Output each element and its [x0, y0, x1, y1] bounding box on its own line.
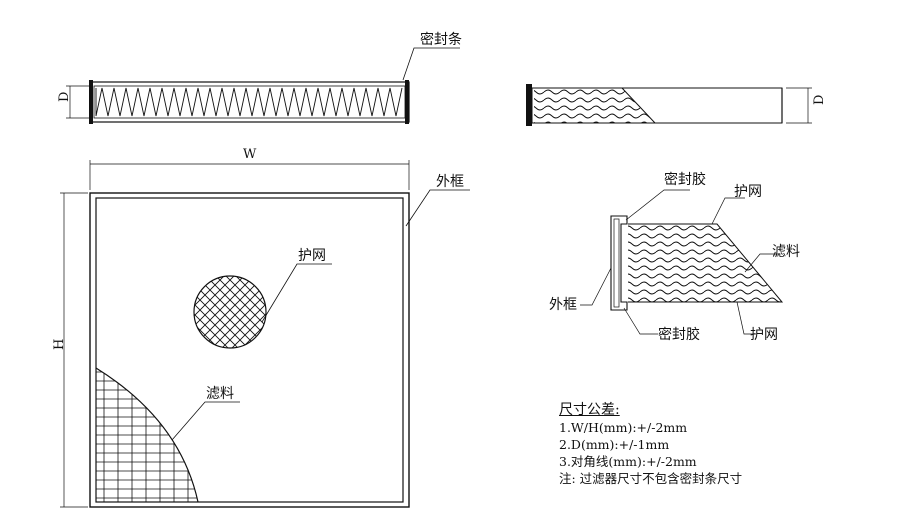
label-filter-media: 滤料 — [206, 386, 234, 402]
tolerance-notes: 尺寸公差: 1.W/H(mm):+/-2mm 2.D(mm):+/-1mm 3.… — [559, 402, 742, 487]
label-filter-media-side: 滤料 — [772, 244, 800, 260]
dim-d-left: D — [57, 92, 72, 102]
dim-d-right: D — [812, 95, 827, 105]
top-view: D 密封条 — [57, 31, 462, 124]
tolerance-item-1: 1.W/H(mm):+/-2mm — [559, 420, 688, 435]
label-sealant-bottom: 密封胶 — [658, 326, 700, 343]
label-guard-mesh: 护网 — [298, 248, 326, 264]
label-guard-mesh-bottom: 护网 — [750, 327, 778, 343]
tolerance-title: 尺寸公差: — [559, 402, 620, 418]
label-seal-strip: 密封条 — [420, 31, 462, 48]
side-view: D — [526, 84, 827, 126]
tolerance-item-2: 2.D(mm):+/-1mm — [559, 437, 670, 452]
label-sealant-top: 密封胶 — [664, 171, 706, 188]
dim-h: H — [52, 339, 67, 350]
label-guard-mesh-top: 护网 — [734, 184, 762, 200]
dim-w: W — [243, 147, 257, 162]
tolerance-item-4: 注: 过滤器尺寸不包含密封条尺寸 — [559, 471, 743, 486]
label-outer-frame-side: 外框 — [549, 297, 577, 313]
cross-section: 密封胶 护网 滤料 外框 密封胶 护网 — [549, 171, 800, 343]
label-outer-frame: 外框 — [436, 174, 464, 190]
tolerance-item-3: 3.对角线(mm):+/-2mm — [559, 454, 697, 469]
front-view: W H 外框 护网 滤料 — [52, 147, 470, 508]
